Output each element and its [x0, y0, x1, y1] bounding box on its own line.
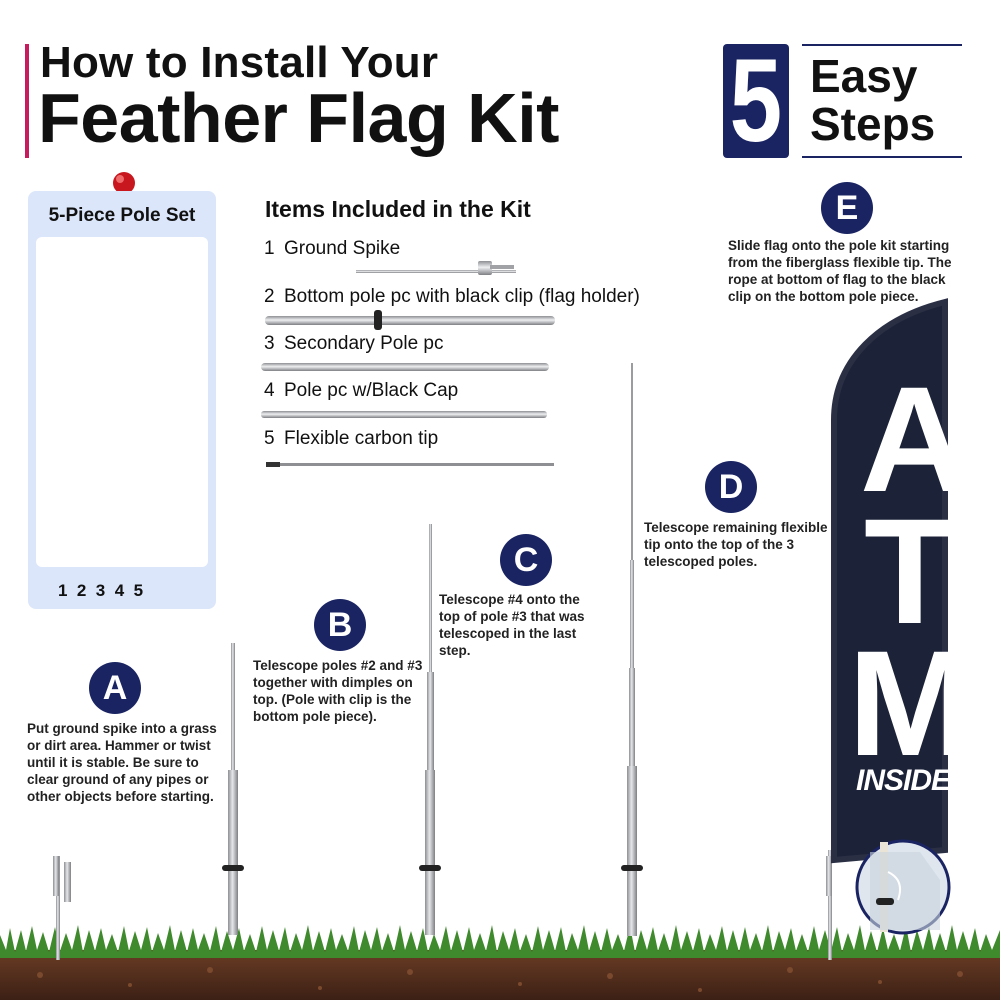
- step-d-text: Telescope remaining flexible tip onto th…: [644, 520, 828, 569]
- kit-ground-spike: [356, 261, 516, 275]
- step-a-text: Put ground spike into a grass or dirt ar…: [27, 721, 217, 804]
- flag-letter: T: [864, 487, 956, 655]
- pole-set-image-area: [36, 237, 208, 567]
- step-d-badge: D: [705, 461, 757, 513]
- page-title-line2: Feather Flag Kit: [38, 79, 559, 157]
- pole-set-title: 5-Piece Pole Set: [48, 205, 196, 226]
- kit-carbon-tip: [266, 462, 554, 467]
- step-c-text: Telescope #4 onto the top of pole #3 tha…: [439, 592, 585, 658]
- pole-set-numbers: 1 2 3 4 5: [58, 581, 144, 600]
- step-count-badge: 5: [723, 44, 789, 158]
- soil-specks: [37, 967, 963, 992]
- step-a-spike: [53, 856, 71, 960]
- flag-subtext: INSIDE: [856, 764, 951, 797]
- divider: [802, 156, 962, 158]
- kit-bottom-pole: [265, 310, 555, 330]
- step-b-pole: [222, 643, 244, 935]
- step-b-badge: B: [314, 599, 366, 651]
- kit-items-title: Items Included in the Kit: [265, 196, 531, 222]
- kit-cap-pole: [261, 411, 547, 418]
- flag-letter: M: [848, 619, 973, 787]
- step-label: Easy Steps: [810, 50, 936, 150]
- step-count: 5: [729, 44, 783, 158]
- page-title-line1: How to Install Your: [40, 38, 439, 87]
- step-c-pole: [419, 524, 441, 935]
- step-b-text: Telescope poles #2 and #3 together with …: [253, 658, 423, 724]
- step-e-badge: E: [821, 182, 873, 234]
- step-e-text: Slide flag onto the pole kit starting fr…: [728, 238, 952, 304]
- kit-secondary-pole: [261, 363, 549, 371]
- step-c-badge: C: [500, 534, 552, 586]
- flag-letter: A: [860, 355, 969, 523]
- step-a-badge: A: [89, 662, 141, 714]
- title-accent-bar: [25, 44, 29, 158]
- pole-set-panel: 5-Piece Pole Set 1 2 3 4 5: [28, 191, 216, 609]
- soil: [0, 950, 1000, 1000]
- step-d-pole: [621, 363, 643, 936]
- divider: [802, 44, 962, 46]
- clip-detail-inset: [855, 839, 951, 935]
- grass: [0, 925, 1000, 958]
- feather-flag: [826, 298, 948, 960]
